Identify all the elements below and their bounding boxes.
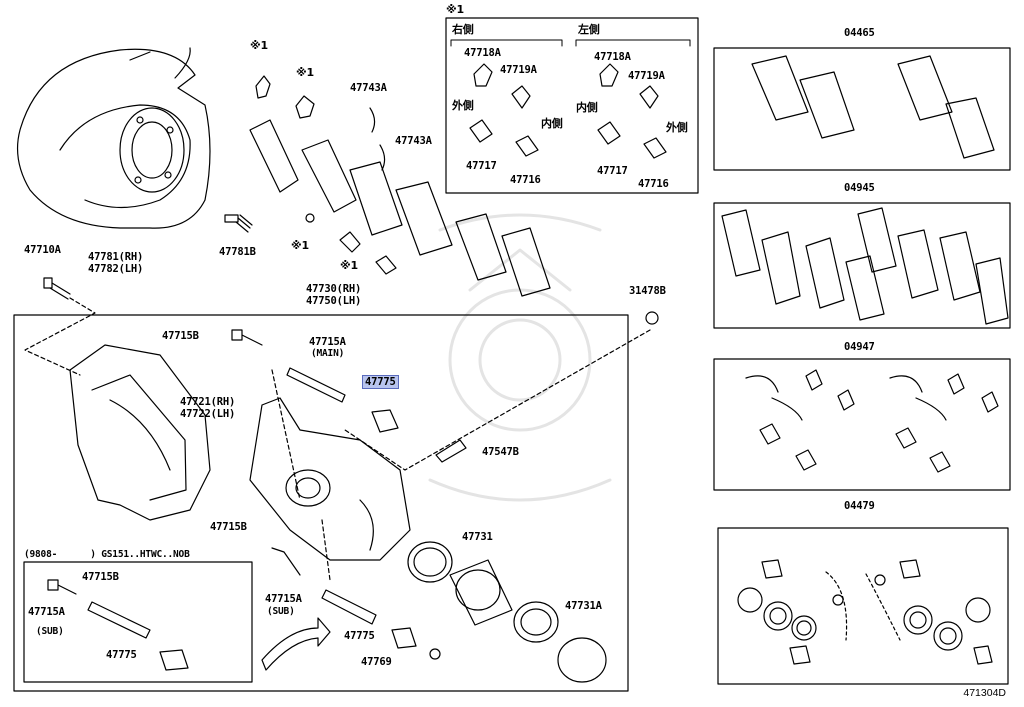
label-47710a[interactable]: 47710A — [24, 244, 61, 256]
label-47750-lh[interactable]: 47750(LH) — [306, 295, 362, 307]
label-sub-47715b[interactable]: 47715B — [82, 571, 119, 583]
serial-range-note: (9808- ) GS151..HTWC..NOB — [24, 549, 190, 560]
kit-04479-label[interactable]: 04479 — [844, 500, 875, 512]
label-47731[interactable]: 47731 — [462, 531, 493, 543]
pin-boot-drawing — [159, 409, 417, 671]
brake-pads-drawing — [249, 119, 551, 297]
sub-assembly-box — [23, 561, 253, 683]
label-47718a-r[interactable]: 47718A — [464, 47, 501, 59]
label-47781b[interactable]: 47781B — [219, 246, 256, 258]
watermark-emblem — [428, 213, 612, 502]
label-47716-r[interactable]: 47716 — [510, 174, 541, 186]
caliper-assembly-box — [13, 314, 629, 692]
note-mark-2: ※1 — [296, 66, 314, 79]
bolt-47781b-drawing — [224, 214, 253, 233]
guide-pins-drawing — [231, 329, 377, 625]
label-47717-l[interactable]: 47717 — [597, 165, 628, 177]
kit-04945-label[interactable]: 04945 — [844, 182, 875, 194]
note-mark-box: ※1 — [446, 3, 464, 16]
label-47715a-main[interactable]: 47715A — [309, 336, 346, 348]
label-sub-tag-1: (SUB) — [36, 626, 64, 637]
kit-04945-box — [713, 202, 1011, 329]
caliper-body-drawing — [249, 397, 411, 561]
label-47722-lh[interactable]: 47722(LH) — [180, 408, 236, 420]
label-outer-l: 外側 — [666, 121, 688, 134]
kit-04465-label[interactable]: 04465 — [844, 27, 875, 39]
arrow-sub — [261, 617, 331, 671]
kit-04945-pads — [721, 207, 1009, 325]
label-47719a-r[interactable]: 47719A — [500, 64, 537, 76]
kit-04479-seals — [737, 559, 993, 665]
label-47719a-l[interactable]: 47719A — [628, 70, 665, 82]
label-47781-rh[interactable]: 47781(RH) — [88, 251, 144, 263]
label-main-tag: (MAIN) — [311, 348, 345, 359]
label-47715a-sub[interactable]: 47715A — [265, 593, 302, 605]
label-47721-rh[interactable]: 47721(RH) — [180, 396, 236, 408]
label-47782-lh[interactable]: 47782(LH) — [88, 263, 144, 275]
clip-kit-box — [445, 17, 699, 194]
bleeder-screw-drawing — [435, 439, 467, 463]
label-47718a-l[interactable]: 47718A — [594, 51, 631, 63]
kit-04947-box — [713, 358, 1011, 491]
label-left-side: 左側 — [578, 23, 600, 36]
kit-04947-clips — [745, 369, 999, 473]
label-47715b-mid[interactable]: 47715B — [210, 521, 247, 533]
label-right-side: 右側 — [452, 23, 474, 36]
kit-04947-label[interactable]: 04947 — [844, 341, 875, 353]
note-mark-1: ※1 — [250, 39, 268, 52]
sub-parts-drawing — [47, 579, 151, 639]
label-outer-r: 外側 — [452, 99, 474, 112]
cap-31478b-drawing — [645, 311, 659, 325]
label-47743a-2[interactable]: 47743A — [395, 135, 432, 147]
pad-clips-drawing — [255, 75, 397, 275]
kit-04465-pads — [751, 55, 995, 159]
kit-04479-box — [717, 527, 1009, 685]
note-mark-3: ※1 — [291, 239, 309, 252]
caliper-mount-drawing — [69, 344, 211, 521]
piston-seal-drawing — [407, 541, 607, 683]
label-sub-47715a[interactable]: 47715A — [28, 606, 65, 618]
label-47775-highlighted[interactable]: 47775 — [362, 375, 399, 389]
clip-kit-parts-drawing — [469, 63, 667, 159]
label-47716-l[interactable]: 47716 — [638, 178, 669, 190]
dust-shield-drawing — [16, 47, 211, 229]
label-sub-tag-2: (SUB) — [267, 606, 295, 617]
label-47743a-1[interactable]: 47743A — [350, 82, 387, 94]
label-47717-r[interactable]: 47717 — [466, 160, 497, 172]
label-47715b-top[interactable]: 47715B — [162, 330, 199, 342]
leader-dashed — [24, 297, 96, 376]
kit-04465-box — [713, 47, 1011, 171]
bolt-47710a-drawing — [43, 277, 71, 300]
label-47769[interactable]: 47769 — [361, 656, 392, 668]
note-mark-4: ※1 — [340, 259, 358, 272]
figure-id: 471304D — [963, 687, 1006, 699]
label-47547b[interactable]: 47547B — [482, 446, 519, 458]
label-47730-rh[interactable]: 47730(RH) — [306, 283, 362, 295]
dashed-link-2 — [271, 369, 331, 581]
label-inner-l: 内側 — [576, 101, 598, 114]
label-47775-lower[interactable]: 47775 — [344, 630, 375, 642]
label-31478b[interactable]: 31478B — [629, 285, 666, 297]
label-inner-r: 内側 — [541, 117, 563, 130]
label-sub-47775[interactable]: 47775 — [106, 649, 137, 661]
label-47731a[interactable]: 47731A — [565, 600, 602, 612]
